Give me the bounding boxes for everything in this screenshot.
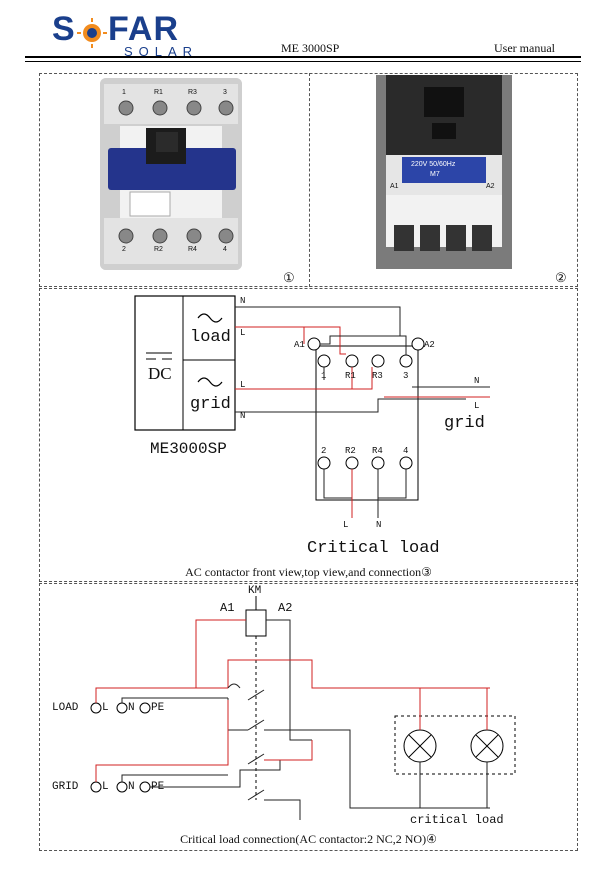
header-rule-thick [25, 56, 581, 58]
terminal-label: R1 [345, 371, 356, 381]
photo-divider [309, 73, 310, 287]
grid-supply-label: grid [444, 414, 485, 433]
document-type: User manual [494, 41, 555, 55]
terminal-label: 1 [321, 371, 327, 381]
coil-a2-label: A2 [424, 340, 435, 350]
dc-port-label: DC [148, 364, 172, 383]
photos-panel [39, 73, 578, 287]
photo2-rating-label: 220V 50/60Hz [411, 161, 456, 168]
photo1-terminal-label: R2 [154, 246, 163, 253]
schematic-caption: Critical load connection(AC contactor:2 … [180, 832, 437, 846]
logo-solar: SOLAR [124, 44, 199, 59]
contactor-top-photo: 220V 50/60Hz M7 A1 A2 [376, 75, 512, 269]
schematic-panel [39, 583, 578, 851]
logo-letter-s: S [52, 10, 76, 48]
wiring-caption: AC contactor front view,top view,and con… [185, 565, 432, 579]
photo1-terminal-label: 3 [223, 89, 227, 96]
critical-load-n-label: N [376, 520, 382, 530]
grid-n-label: N [240, 411, 246, 421]
photo1-terminal-label: R4 [188, 246, 197, 253]
photo2-model-label: M7 [430, 171, 440, 178]
company-logo: S FAR SOLAR [52, 10, 212, 59]
terminal-label: R3 [372, 371, 383, 381]
critical-load-l-label: L [343, 520, 349, 530]
terminal-label: R4 [372, 446, 383, 456]
grid-row-label: GRID [52, 781, 79, 793]
critical-load-label: critical load [410, 813, 504, 827]
photo1-terminal-label: 2 [122, 246, 126, 253]
load-port-label: load [190, 328, 231, 347]
load-l-label: L [102, 702, 109, 714]
grid-supply-l-label: L [474, 401, 480, 411]
model-name: ME 3000SP [281, 41, 340, 55]
photo2-coil-a2: A2 [486, 183, 495, 190]
load-row-label: LOAD [52, 702, 79, 714]
terminal-label: R2 [345, 446, 356, 456]
terminal-label: 3 [403, 371, 409, 381]
terminal-label: 4 [403, 446, 409, 456]
load-n-label: N [240, 296, 246, 306]
photo2-marker: ② [555, 270, 567, 285]
grid-l-label: L [240, 380, 246, 390]
grid-n-label: N [128, 781, 135, 793]
photo1-terminal-label: R1 [154, 89, 163, 96]
contactor-front-photo: 1 R1 R3 3 2 R2 R4 4 [100, 78, 242, 270]
coil-a1-label: A1 [294, 340, 305, 350]
grid-supply-n-label: N [474, 376, 480, 386]
photo1-terminal-label: R3 [188, 89, 197, 96]
grid-l-label: L [102, 781, 109, 793]
terminal-label: 2 [321, 446, 327, 456]
header-rule-thin [25, 61, 581, 62]
load-n-label: N [128, 702, 135, 714]
load-pe-label: PE [151, 702, 165, 714]
km-label: KM [248, 585, 262, 597]
photo1-terminal-label: 1 [122, 89, 126, 96]
grid-pe-label: PE [151, 781, 165, 793]
logo-letters-far: FAR [108, 10, 179, 48]
wiring-panel [39, 288, 578, 582]
photo1-terminal-label: 4 [223, 246, 227, 253]
photo1-marker: ① [283, 270, 295, 285]
load-l-label: L [240, 328, 246, 338]
inverter-name: ME3000SP [150, 440, 227, 458]
critical-load-label: Critical load [307, 539, 440, 558]
grid-port-label: grid [190, 395, 231, 414]
sun-icon [77, 18, 107, 48]
inverter-box [134, 295, 236, 431]
coil-a1-label: A1 [220, 601, 235, 615]
photo2-coil-a1: A1 [390, 183, 399, 190]
coil-a2-label: A2 [278, 601, 293, 615]
